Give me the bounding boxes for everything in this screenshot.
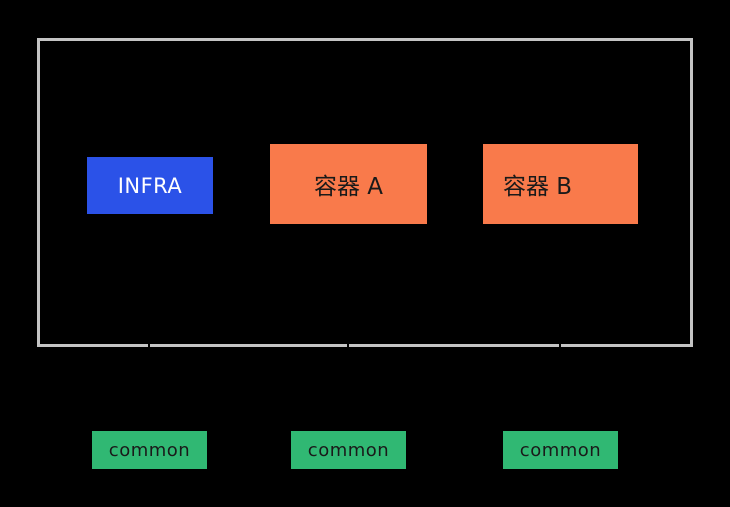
infra-node-label: INFRA: [117, 173, 183, 198]
infra-node: INFRA: [87, 157, 213, 214]
pod-boundary-box: [37, 38, 693, 347]
container-b-node: 容器 B: [483, 144, 638, 224]
connector-line-right: [559, 220, 561, 431]
common-node-left: common: [92, 431, 207, 469]
container-b-node-label: 容器 B: [503, 174, 573, 200]
common-node-right-label: common: [519, 439, 602, 461]
common-node-left-label: common: [108, 439, 191, 461]
container-a-node: 容器 A: [270, 144, 427, 224]
common-node-right: common: [503, 431, 618, 469]
connector-line-left: [148, 220, 150, 431]
connector-line-middle: [347, 220, 349, 431]
container-a-node-label: 容器 A: [313, 174, 384, 200]
common-node-middle: common: [291, 431, 406, 469]
common-node-middle-label: common: [307, 439, 390, 461]
